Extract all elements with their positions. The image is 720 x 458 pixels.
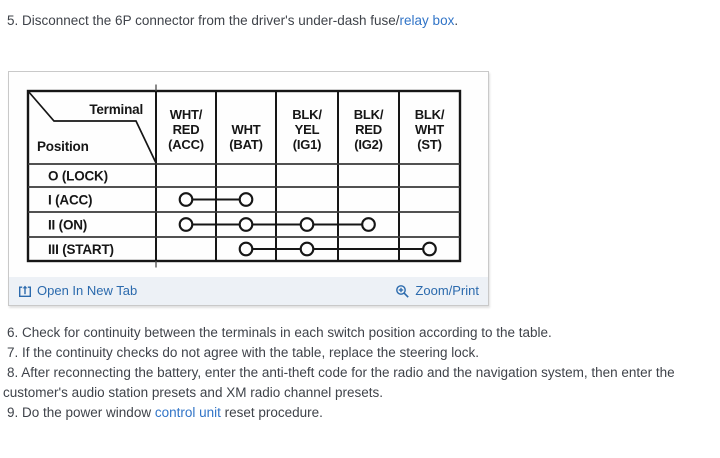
step-6: 6. Check for continuity between the term… <box>7 325 552 340</box>
figure-footer: Open In New Tab Zoom/Print <box>9 277 488 305</box>
open-in-new-tab-icon <box>19 285 31 297</box>
continuity-circle <box>422 241 437 257</box>
corner-label-terminal: Terminal <box>89 102 143 117</box>
column-header-line: (ACC) <box>168 137 204 152</box>
corner-diagonal <box>27 90 157 164</box>
open-in-new-tab-link[interactable]: Open In New Tab <box>18 281 137 301</box>
step-9: 9. Do the power window control unit rese… <box>3 403 716 423</box>
column-header-line: BLK/ <box>292 107 322 122</box>
step-9-tail: reset procedure. <box>220 405 323 420</box>
corner-label-position: Position <box>37 139 89 154</box>
column-header-line: (IG1) <box>293 137 322 152</box>
column-header-line: RED <box>355 122 382 137</box>
continuity-circle <box>299 217 315 232</box>
column-header-line: (ST) <box>417 137 441 152</box>
row-label: II (ON) <box>48 217 87 232</box>
step-5-text: 5. Disconnect the 6P connector from the … <box>7 13 400 28</box>
continuity-circle <box>238 192 254 207</box>
continuity-circle <box>238 241 254 257</box>
continuity-circle <box>238 217 254 232</box>
zoom-print-label: Zoom/Print <box>415 283 479 298</box>
continuity-circle <box>361 217 376 232</box>
column-header-line: (IG2) <box>354 137 383 152</box>
open-in-new-tab-label: Open In New Tab <box>37 283 138 298</box>
column-header-line: YEL <box>295 122 320 137</box>
continuity-circle <box>178 192 194 207</box>
zoom-print-link[interactable]: Zoom/Print <box>395 281 479 301</box>
continuity-circle <box>178 217 194 232</box>
procedure-page: 5. Disconnect the 6P connector from the … <box>3 11 716 423</box>
column-header-line: WHT <box>415 122 444 137</box>
step-8: 8. After reconnecting the battery, enter… <box>3 365 675 400</box>
column-header-line: (BAT) <box>229 137 262 152</box>
row-label: III (START) <box>48 242 114 257</box>
table-outer-border <box>26 89 462 263</box>
column-header-line: BLK/ <box>415 107 445 122</box>
column-header-line: WHT <box>232 122 261 137</box>
column-header-line: WHT/ <box>170 107 203 122</box>
column-header-line: BLK/ <box>354 107 384 122</box>
row-label: I (ACC) <box>48 192 92 207</box>
column-header-line: RED <box>173 122 200 137</box>
terminal-continuity-diagram: TerminalPositionWHT/RED(ACC)WHT(BAT)BLK/… <box>9 72 488 277</box>
control-unit-link[interactable]: control unit <box>154 405 221 420</box>
steps-block: 6. Check for continuity between the term… <box>3 323 716 423</box>
continuity-circle <box>299 241 315 257</box>
step-9-text: 9. Do the power window <box>7 405 155 420</box>
step-5-period: . <box>454 13 459 28</box>
relay-box-link[interactable]: relay box <box>399 13 455 28</box>
zoom-plus-icon <box>396 284 410 298</box>
row-label: O (LOCK) <box>48 168 108 183</box>
step-5: 5. Disconnect the 6P connector from the … <box>3 11 716 31</box>
step-7: 7. If the continuity checks do not agree… <box>7 345 480 360</box>
